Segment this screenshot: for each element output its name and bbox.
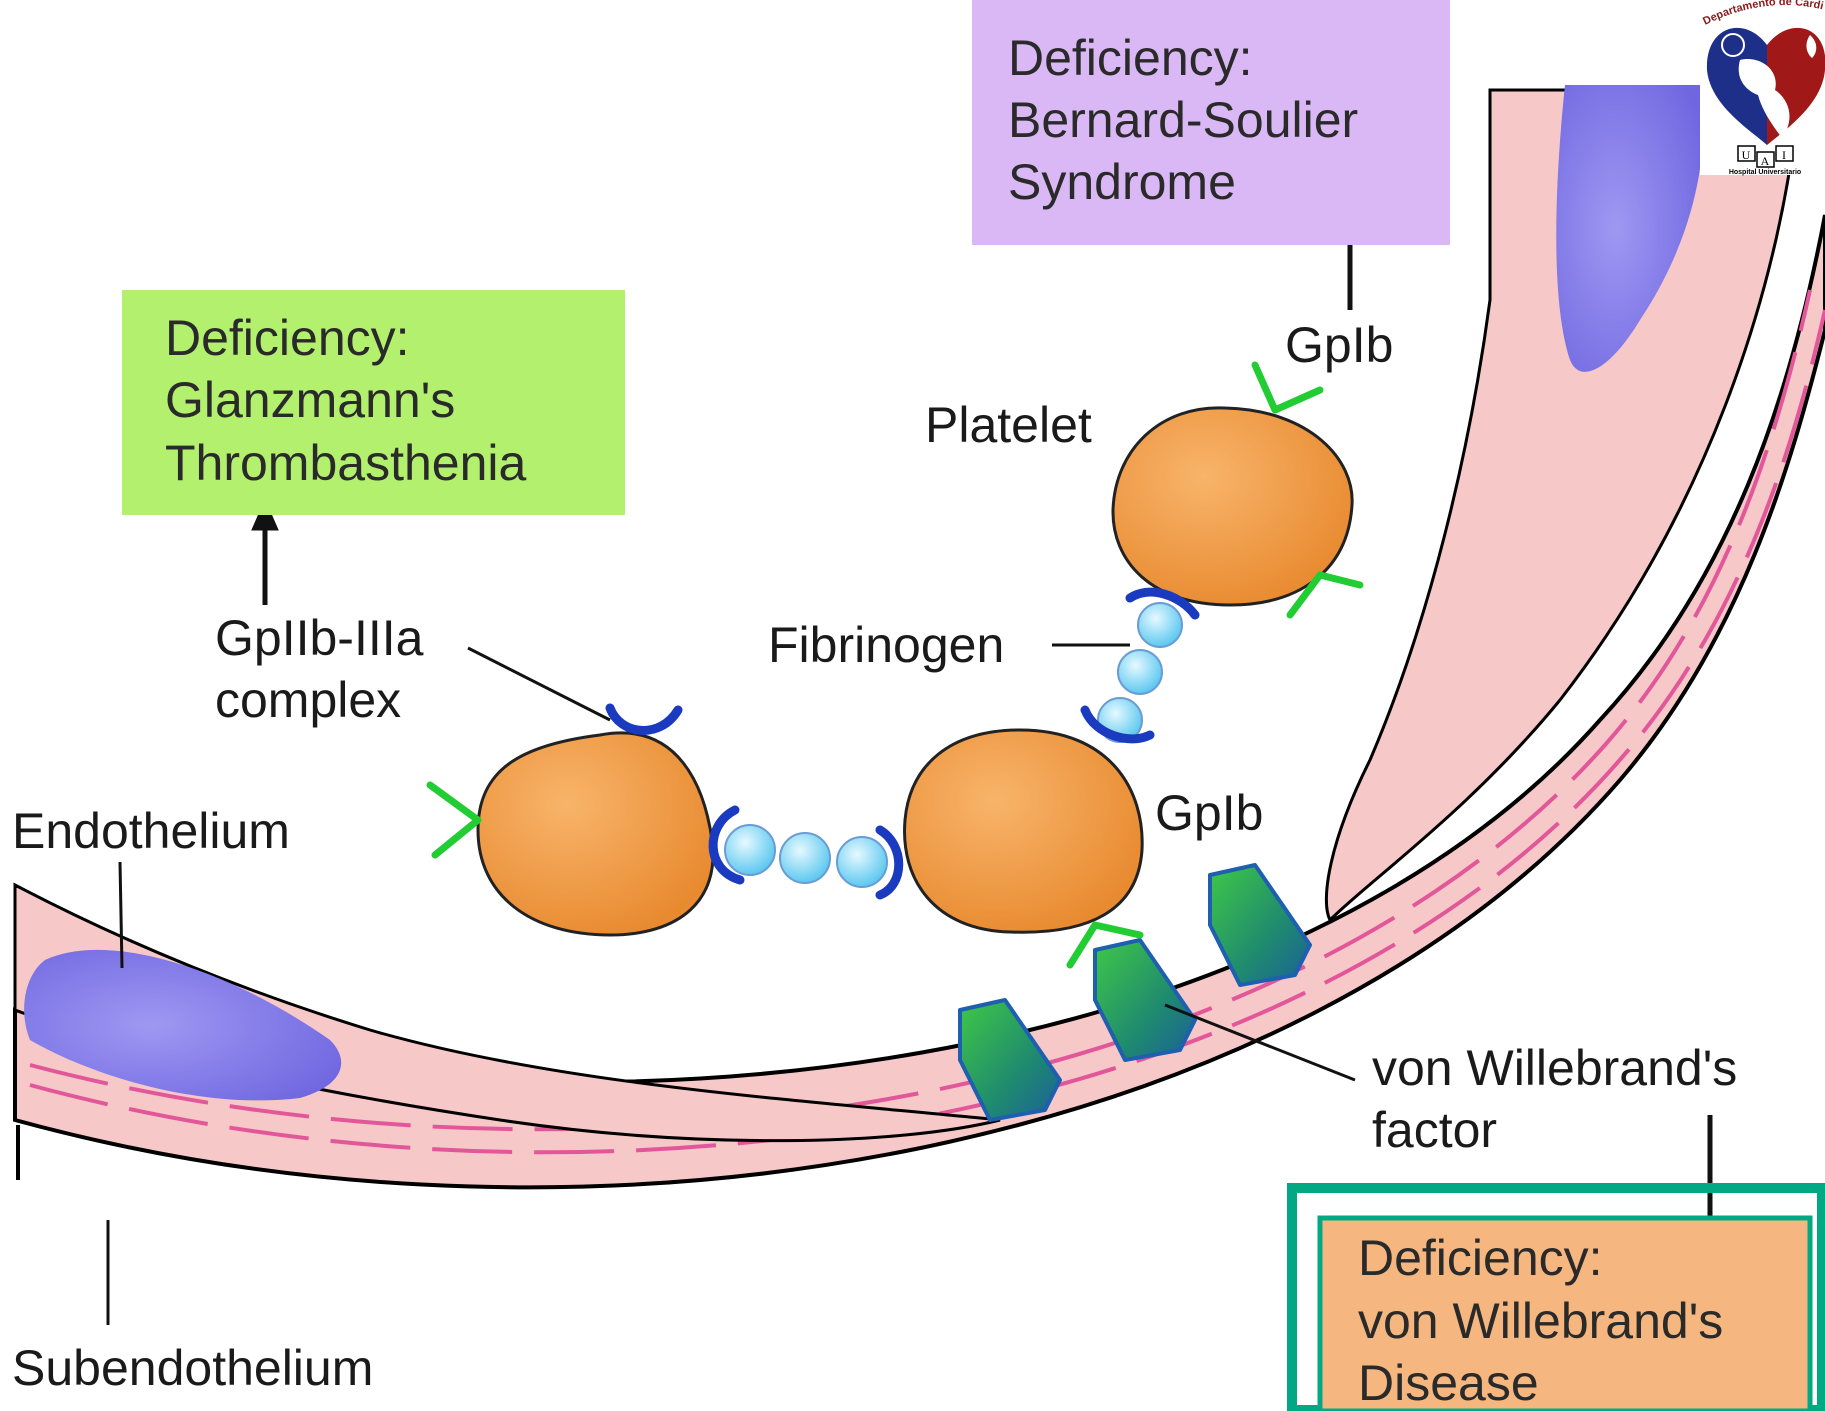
gpiib-pointer-line bbox=[468, 648, 610, 720]
fibrinogen-bead bbox=[1118, 650, 1162, 694]
endothelium-pointer-line bbox=[120, 862, 122, 968]
vwd-line3: Disease bbox=[1358, 1355, 1539, 1411]
label-gpib-mid: GpIb bbox=[1155, 785, 1263, 841]
bss-line1: Deficiency: bbox=[1008, 30, 1253, 86]
bss-line2: Bernard-Soulier bbox=[1008, 92, 1358, 148]
label-vwf-line1: von Willebrand's bbox=[1372, 1040, 1737, 1096]
logo-letter-a: A bbox=[1761, 154, 1770, 168]
vwd-line1: Deficiency: bbox=[1358, 1230, 1603, 1286]
label-gpiib-line1: GpIIb-IIIa bbox=[215, 610, 424, 666]
fibrinogen-bead bbox=[837, 837, 887, 887]
logo-letter-i: I bbox=[1782, 148, 1786, 162]
gpiib-iiia-receptor bbox=[610, 708, 678, 730]
fibrinogen-bead bbox=[1138, 603, 1182, 647]
glanzmann-line1: Deficiency: bbox=[165, 310, 410, 366]
svg-text:Departamento de Cardiología: Departamento de Cardiología bbox=[0, 0, 1825, 28]
logo-caption: Hospital Universitario bbox=[1729, 169, 1801, 176]
label-gpib-top: GpIb bbox=[1285, 317, 1393, 373]
fibrinogen-bead bbox=[725, 825, 775, 875]
bss-line3: Syndrome bbox=[1008, 154, 1236, 210]
label-gpiib-line2: complex bbox=[215, 672, 401, 728]
label-subendothelium: Subendothelium bbox=[12, 1340, 373, 1396]
box-bernard-soulier: Deficiency: Bernard-Soulier Syndrome bbox=[972, 0, 1450, 245]
fibrinogen-chain-vertical bbox=[1098, 603, 1182, 742]
box-von-willebrand: Deficiency: von Willebrand's Disease bbox=[1292, 1188, 1822, 1411]
glanzmann-line3: Thrombasthenia bbox=[165, 435, 526, 491]
platelet-left bbox=[478, 733, 713, 935]
fibrinogen-bead bbox=[780, 833, 830, 883]
logo-letter-u: U bbox=[1742, 148, 1751, 162]
glanzmann-line2: Glanzmann's bbox=[165, 372, 455, 428]
vwd-line2: von Willebrand's bbox=[1358, 1293, 1723, 1349]
label-endothelium: Endothelium bbox=[12, 803, 290, 859]
label-platelet: Platelet bbox=[925, 397, 1092, 453]
platelet-middle bbox=[905, 730, 1143, 932]
box-glanzmann: Deficiency: Glanzmann's Thrombasthenia bbox=[122, 290, 625, 515]
label-vwf-line2: factor bbox=[1372, 1102, 1497, 1158]
logo-arc-text: Departamento de Cardiología bbox=[0, 0, 1825, 28]
fibrinogen-chain-horizontal bbox=[725, 825, 887, 887]
gpib-receptor bbox=[430, 785, 478, 855]
label-fibrinogen: Fibrinogen bbox=[768, 617, 1004, 673]
